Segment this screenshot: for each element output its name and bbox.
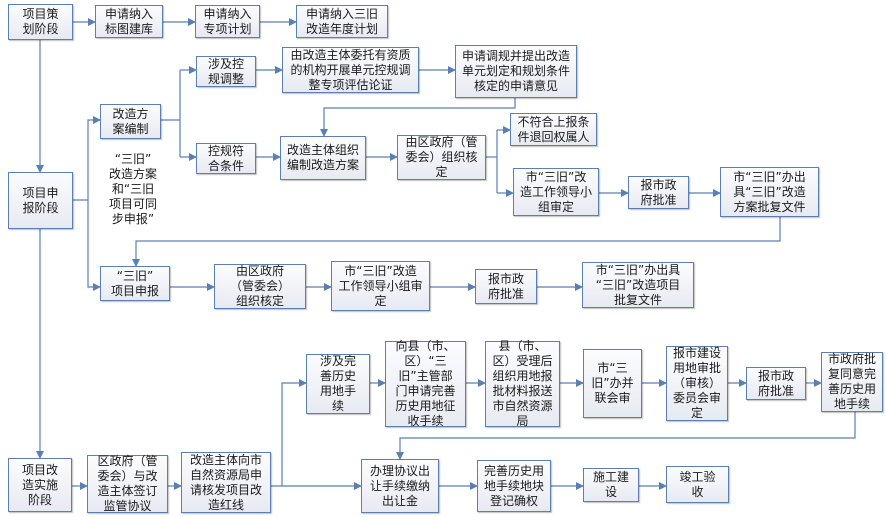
sync-application-note: “三旧”改造方案和“三旧项目可同步申报” <box>108 152 157 226</box>
history-land-box: 涉及完善历史用地手续 <box>306 354 370 414</box>
plan-approval-doc-box: 市“三旧”办出具“三旧”改造方案批复文件 <box>720 167 819 217</box>
city-gov-approve-box: 报市政府批准 <box>628 176 689 209</box>
city-group-approve-2-box: 市“三旧”改造工作领导小组审定 <box>331 261 430 311</box>
stage-planning-box: 项目策划阶段 <box>8 4 73 40</box>
transfer-procedure-box: 办理协议出让手续缴纳出让金 <box>361 459 439 513</box>
city-land-approval-box: 市政府批复同意完善历史用地手续 <box>821 352 883 412</box>
construction-box: 施工建设 <box>583 468 639 502</box>
compile-plan-box: 改造主体组织编制改造方案 <box>280 136 366 180</box>
zoning-compliant-box: 控规符合条件 <box>196 143 256 174</box>
stage-application-box: 项目申报阶段 <box>8 172 73 229</box>
city-gov-approve-3-box: 报市政府批准 <box>746 367 806 400</box>
county-submit-box: 县（市、区）受理后组织用地报批材料报送市自然资源局 <box>485 339 560 428</box>
supervision-agreement-box: 区政府（管委会）与改造主体签订监管协议 <box>87 454 168 513</box>
project-approval-doc-box: 市“三旧”办出具“三旧”改造项目批复文件 <box>582 262 694 308</box>
completion-acceptance-box: 竣工验收 <box>666 466 729 503</box>
plan-compilation-box: 改造方案编制 <box>100 104 161 139</box>
apply-annual-plan-box: 申请纳入三旧改造年度计划 <box>296 5 388 38</box>
city-group-approve-box: 市“三旧”改造工作领导小组审定 <box>513 168 599 216</box>
land-committee-box: 报市建设用地审批（审核）委员会审定 <box>666 346 728 421</box>
apply-mapping-box: 申请纳入标图建库 <box>95 5 163 38</box>
return-owner-box: 不符合上报条件退回权属人 <box>510 113 597 146</box>
joint-review-box: 市“三旧”办并联会审 <box>583 349 642 418</box>
project-application-box: “三旧”项目申报 <box>100 266 170 301</box>
apply-county-box: 向县（市、区）“三旧”主管部门申请完善历史用地征收手续 <box>385 339 466 428</box>
apply-special-plan-box: 申请纳入专项计划 <box>195 5 260 38</box>
district-verify-box: 由区政府（管委会）组织核定 <box>397 135 486 180</box>
apply-rezoning-box: 申请调规并提出改造单元划定和规划条件核定的申请意见 <box>455 45 577 98</box>
red-line-application-box: 改造主体向市自然资源局申请核发项目改造红线 <box>181 452 271 513</box>
land-registration-box: 完善历史用地手续地块登记确权 <box>477 460 551 512</box>
district-verify-2-box: 由区政府（管委会）组织核定 <box>214 264 306 309</box>
city-gov-approve-2-box: 报市政府批准 <box>475 269 537 304</box>
stage-implementation-box: 项目改造实施阶段 <box>8 458 72 512</box>
entrust-assessment-box: 由改造主体委托有资质的机构开展单元控规调整专项评估论证 <box>282 47 419 93</box>
zoning-adjustment-box: 涉及控规调整 <box>196 56 256 87</box>
